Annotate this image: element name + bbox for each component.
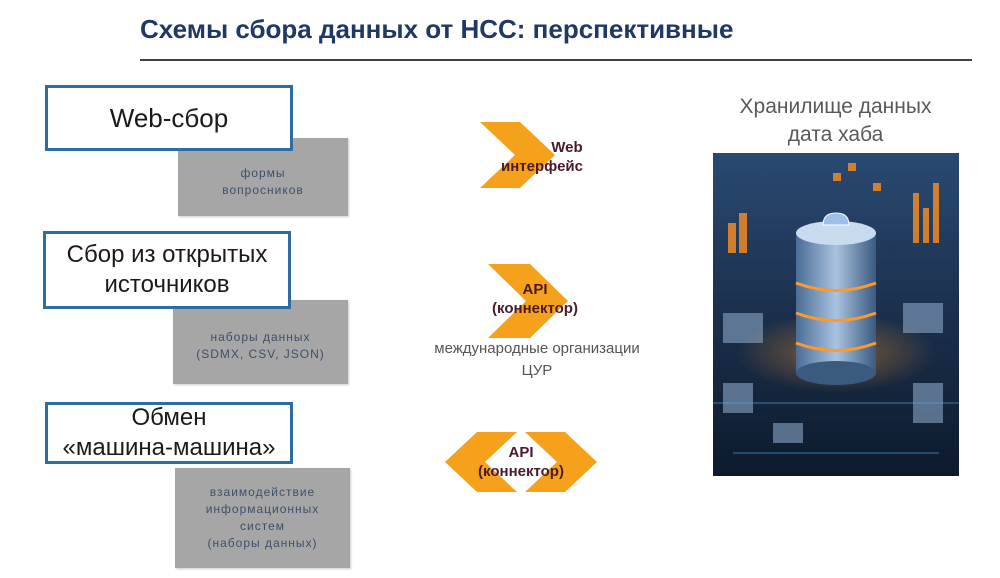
connector-api-bidirectional: API (коннектор) — [441, 443, 601, 481]
source-web-collection: Web-сбор — [45, 85, 293, 151]
connector-label: API — [508, 444, 534, 461]
chevron-right-icon — [488, 264, 568, 338]
source-label: Сбор из открытых — [66, 241, 268, 268]
source-web-detail: формы вопросников — [178, 138, 348, 216]
connector-label: API — [522, 281, 548, 298]
connector-label: (коннектор) — [492, 300, 578, 317]
detail-line: вопросников — [222, 183, 304, 197]
connector-label: (коннектор) — [478, 463, 564, 480]
note-line: ЦУР — [521, 362, 553, 379]
detail-line: наборы данных — [210, 330, 311, 344]
source-label: Обмен — [131, 404, 207, 431]
detail-line: информационных — [205, 502, 320, 516]
connector-note: международные организации ЦУР — [407, 338, 667, 382]
connector-web-interface: Web интерфейс — [462, 138, 622, 176]
chevron-right-icon — [480, 122, 555, 188]
connector-label: Web — [551, 139, 583, 156]
detail-line: систем — [240, 519, 285, 533]
connector-label: интерфейс — [501, 158, 583, 175]
data-hub-illustration — [713, 153, 959, 476]
source-label: источников — [104, 271, 230, 298]
detail-line: формы — [240, 166, 286, 180]
source-machine-detail: взаимодействие информационных систем (на… — [175, 468, 350, 568]
double-chevron-icon — [445, 432, 597, 492]
source-label: «машина-машина» — [62, 434, 276, 461]
note-line: международные организации — [434, 340, 640, 357]
hub-title-line: дата хаба — [787, 123, 884, 146]
title-divider — [140, 59, 972, 61]
connector-api: API (коннектор) — [455, 280, 615, 318]
slide-title: Схемы сбора данных от НСС: перспективные — [140, 14, 734, 44]
hub-title: Хранилище данных дата хаба — [713, 93, 958, 149]
detail-line: (наборы данных) — [207, 536, 318, 550]
detail-line: взаимодействие — [209, 485, 316, 499]
detail-line: (SDMX, CSV, JSON) — [196, 347, 325, 361]
source-machine-exchange: Обмен «машина-машина» — [45, 402, 293, 464]
source-label: Web-сбор — [109, 103, 229, 133]
hub-title-line: Хранилище данных — [739, 95, 932, 118]
source-open-detail: наборы данных (SDMX, CSV, JSON) — [173, 300, 348, 384]
source-open-sources: Сбор из открытых источников — [43, 231, 291, 309]
